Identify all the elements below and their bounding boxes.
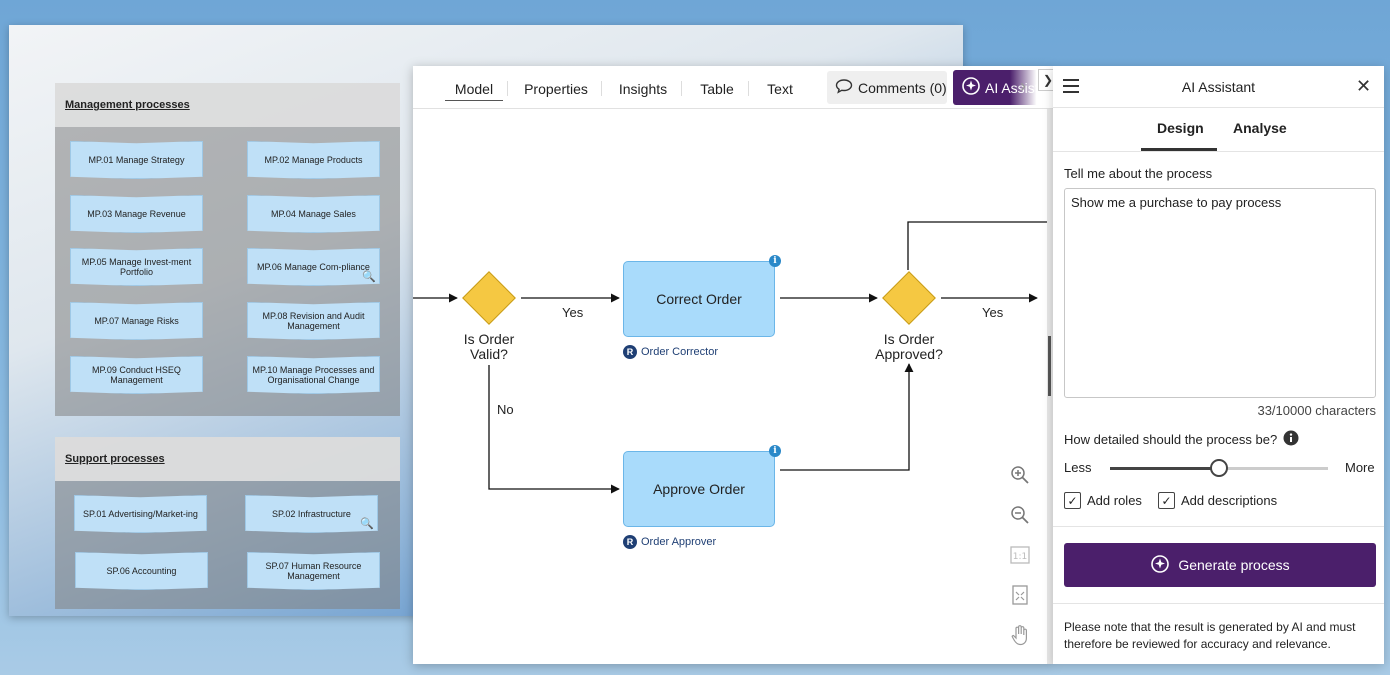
gateway-label: Is Order Valid? [463,331,515,362]
assistant-tabs: Design Analyse [1053,108,1384,152]
magnifier-icon: 🔍 [360,518,374,530]
info-icon[interactable] [1283,430,1299,449]
process-box[interactable]: SP.01 Advertising/Market-ing [74,495,207,533]
ai-disclaimer-note: Please note that the result is generated… [1064,620,1356,651]
process-box[interactable]: SP.02 Infrastructure🔍 [245,495,378,533]
management-processes-section: Management processes MP.01 Manage Strate… [55,83,400,416]
add-roles-checkbox[interactable]: ✓ Add roles [1064,492,1142,509]
flow-line [907,221,1047,270]
diagram-connectors [413,221,1047,494]
role-order-approver[interactable]: R Order Approver [623,535,716,549]
role-icon: R [623,535,637,549]
active-tab-underline [1141,148,1217,151]
task-correct-order[interactable]: Correct Order [623,261,775,337]
process-box[interactable]: SP.07 Human Resource Management [247,552,380,590]
tab-design[interactable]: Design [1157,120,1204,136]
edge-label-yes: Yes [562,305,584,320]
tab-analyse[interactable]: Analyse [1233,120,1287,136]
close-icon[interactable]: ✕ [1356,76,1372,96]
role-order-corrector[interactable]: R Order Corrector [623,345,718,359]
tab-separator [681,81,682,96]
tab-separator [748,81,749,96]
divider [1053,526,1384,527]
process-box[interactable]: MP.10 Manage Processes and Organisationa… [247,356,380,394]
info-icon[interactable]: i [769,255,781,267]
tab-text[interactable]: Text [767,81,793,97]
chevron-right-icon: ❯ [1042,73,1054,87]
chevron-right-icon[interactable]: › [1020,76,1026,96]
panel-header: AI Assistant ✕ [1053,66,1384,108]
checkbox-checked-icon: ✓ [1158,492,1175,509]
tab-insights[interactable]: Insights [618,81,668,97]
flow-arrow [488,365,620,494]
role-label: Order Corrector [641,346,719,358]
panel-title: AI Assistant [1181,79,1256,95]
svg-text:1:1: 1:1 [1013,552,1027,562]
process-box[interactable]: MP.09 Conduct HSEQ Management [70,356,203,394]
editor-tab-bar: Model Properties Insights Table Text Com… [413,66,1058,109]
magnifier-icon: 🔍 [362,271,376,283]
role-icon: R [623,345,637,359]
hamburger-menu-icon[interactable] [1063,79,1079,93]
fit-to-page-icon[interactable] [1006,581,1034,609]
ai-sparkle-icon [1150,554,1170,577]
diagram-canvas[interactable]: Is Order Valid? Yes No Correct Order i R… [413,109,1047,664]
resize-grip[interactable] [1048,336,1051,396]
add-descriptions-checkbox[interactable]: ✓ Add descriptions [1158,492,1277,509]
generate-label: Generate process [1178,557,1290,573]
process-prompt-textarea[interactable]: Show me a purchase to pay process [1064,188,1376,398]
tab-model[interactable]: Model [445,77,503,101]
tab-table[interactable]: Table [700,81,734,97]
pan-hand-icon[interactable] [1006,621,1034,649]
prompt-label: Tell me about the process [1064,166,1213,181]
gateway-label: Is Order Approved? [875,331,943,362]
zoom-toolbar: 1:1 [998,449,1042,654]
process-box[interactable]: MP.05 Manage Invest-ment Portfolio [70,248,203,286]
ai-assistant-panel: AI Assistant ✕ Design Analyse Tell me ab… [1053,66,1384,664]
tab-properties[interactable]: Properties [524,81,588,97]
process-box[interactable]: MP.01 Manage Strategy [70,141,203,179]
slider-min-label: Less [1064,460,1092,475]
flow-arrow [780,363,914,471]
info-icon[interactable]: i [769,445,781,457]
task-approve-order[interactable]: Approve Order [623,451,775,527]
tab-separator [507,81,508,96]
actual-size-icon[interactable]: 1:1 [1006,541,1034,569]
comments-button[interactable]: Comments (0) [827,71,947,104]
support-processes-section: Support processes SP.01 Advertising/Mark… [55,437,400,609]
comment-icon [835,78,853,97]
add-descriptions-label: Add descriptions [1181,493,1278,508]
detail-slider-thumb[interactable] [1210,459,1228,477]
edge-label-yes: Yes [982,305,1004,320]
detail-level-label: How detailed should the process be? [1064,430,1299,449]
support-processes-title[interactable]: Support processes [55,437,400,481]
process-box[interactable]: MP.03 Manage Revenue [70,195,203,233]
zoom-out-icon[interactable] [1006,501,1034,529]
checkbox-checked-icon: ✓ [1064,492,1081,509]
detail-level-text: How detailed should the process be? [1064,432,1278,447]
character-counter: 33/10000 characters [1257,403,1376,418]
process-box[interactable]: MP.08 Revision and Audit Management [247,302,380,340]
add-roles-label: Add roles [1087,493,1142,508]
model-editor-window: Model Properties Insights Table Text Com… [413,66,1058,664]
zoom-in-icon[interactable] [1006,461,1034,489]
edge-label-no: No [497,402,514,417]
process-box[interactable]: MP.02 Manage Products [247,141,380,179]
process-box[interactable]: SP.06 Accounting [75,552,208,590]
detail-slider-fill [1110,467,1219,470]
process-box[interactable]: MP.04 Manage Sales [247,195,380,233]
tab-separator [601,81,602,96]
process-box[interactable]: MP.07 Manage Risks [70,302,203,340]
divider [1053,603,1384,604]
slider-max-label: More [1345,460,1375,475]
management-processes-title[interactable]: Management processes [55,83,400,127]
process-box[interactable]: MP.06 Manage Com-pliance🔍 [247,248,380,286]
comments-label: Comments (0) [858,79,947,96]
ai-sparkle-icon [961,76,981,99]
generate-process-button[interactable]: Generate process [1064,543,1376,587]
role-label: Order Approver [641,536,717,548]
